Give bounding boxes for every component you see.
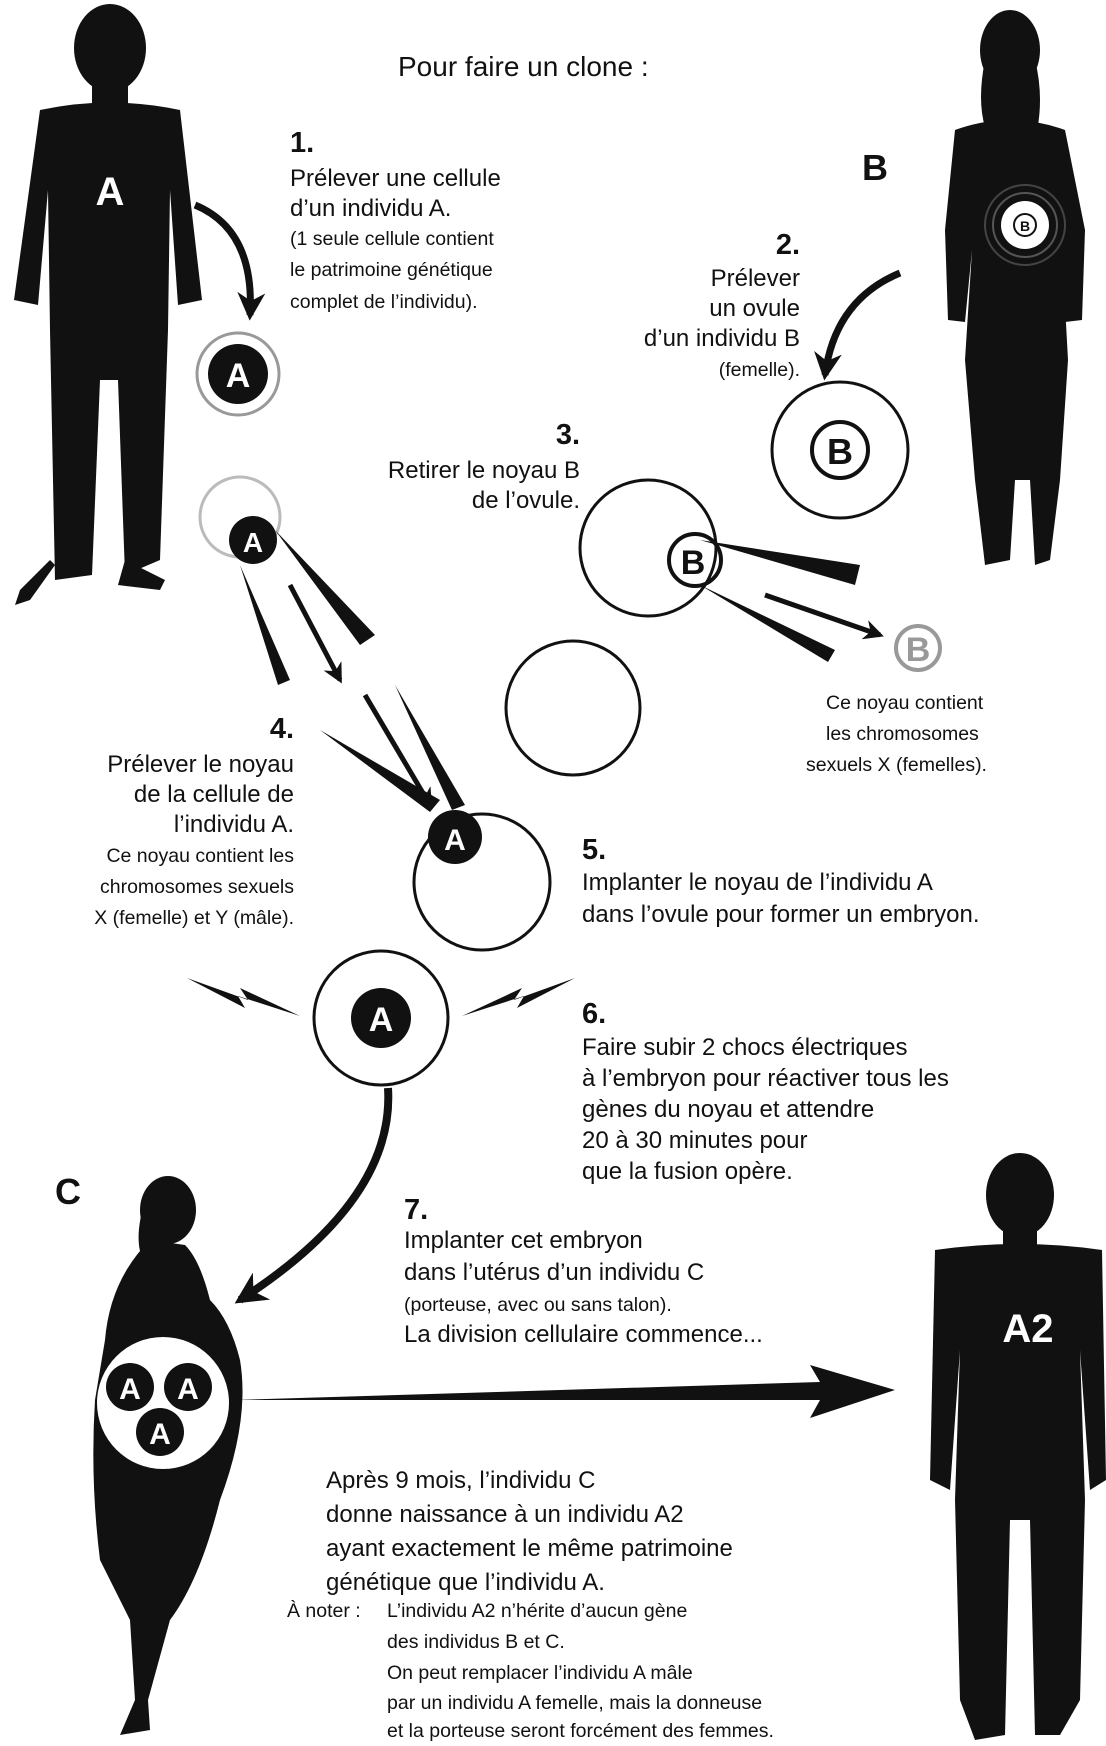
lightning-right-icon	[462, 978, 575, 1016]
step-7-text: Implanter cet embryon	[404, 1227, 643, 1254]
step-3-text: Retirer le noyau B	[387, 457, 580, 484]
label-c: C	[55, 1171, 81, 1212]
step-6-text-4: 20 à 30 minutes pour	[582, 1127, 808, 1154]
cell-division-a1: A	[119, 1373, 141, 1406]
b-nucleus-note-3: sexuels X (femelles).	[806, 754, 987, 776]
arrow-take-ovule	[814, 269, 902, 381]
footnote-line-2: des individus B et C.	[387, 1631, 565, 1653]
nucleus-a-label: A	[243, 527, 263, 558]
step-4-note-2: chromosomes sexuels	[100, 876, 294, 898]
footnote-line-1: L’individu A2 n’hérite d’aucun gène	[387, 1600, 688, 1622]
step-2-number: 2.	[775, 229, 800, 261]
b-nucleus-note-1: Ce noyau contient	[826, 692, 984, 714]
footnote-prefix: À noter :	[287, 1600, 361, 1622]
step-6-text: Faire subir 2 chocs électriques	[582, 1034, 908, 1061]
arrow-implant	[234, 1087, 393, 1304]
lightning-left-icon	[187, 978, 300, 1016]
cell-division-a3: A	[149, 1418, 171, 1451]
step-5-text: Implanter le noyau de l’individu A	[582, 869, 933, 896]
step-6-number: 6.	[582, 998, 607, 1030]
step-2-text-3: d’un individu B	[643, 325, 800, 352]
shock-nucleus-a-label: A	[369, 1001, 394, 1039]
step-3-text-2: de l’ovule.	[471, 487, 580, 514]
result-line-3: ayant exactement le même patrimoine	[326, 1535, 733, 1562]
ovule-b-label: B	[827, 431, 853, 472]
footnote-line-4: par un individu A femelle, mais la donne…	[387, 1692, 763, 1714]
step-3-number: 3.	[555, 419, 580, 451]
arrow-birth	[235, 1365, 895, 1418]
step-4-note: Ce noyau contient les	[106, 845, 294, 867]
step-6-text-5: que la fusion opère.	[582, 1158, 793, 1185]
step-5-number: 5.	[582, 834, 607, 866]
step-1-note: (1 seule cellule contient	[290, 228, 494, 250]
silhouette-individual-a2	[930, 1153, 1106, 1740]
step-2-text-2: un ovule	[709, 295, 800, 322]
removed-nucleus-b-label: B	[906, 631, 931, 669]
step-5-text-2: dans l’ovule pour former un embryon.	[582, 901, 980, 928]
step-4-note-3: X (femelle) et Y (mâle).	[94, 907, 294, 929]
step-7-text-3: La division cellulaire commence...	[404, 1321, 763, 1348]
step-2-note: (femelle).	[718, 359, 800, 381]
label-a2: A2	[1002, 1307, 1053, 1351]
label-a: A	[96, 170, 125, 214]
footnote-line-3: On peut remplacer l’individu A mâle	[387, 1662, 693, 1684]
step-4-number: 4.	[269, 713, 294, 745]
silhouette-individual-a	[14, 4, 202, 605]
result-line-4: génétique que l’individu A.	[326, 1569, 605, 1596]
step-1-text: Prélever une cellule	[290, 165, 501, 192]
result-line-1: Après 9 mois, l’individu C	[326, 1467, 596, 1494]
label-b: B	[862, 147, 888, 188]
step-4-text-3: l’individu A.	[173, 811, 294, 838]
step-4-text: Prélever le noyau	[107, 751, 294, 778]
footnote-line-5: et la porteuse seront forcément des femm…	[387, 1720, 774, 1742]
step-4-text-2: de la cellule de	[133, 781, 294, 808]
nucleus-b-label: B	[681, 544, 706, 582]
step-1-note-2: le patrimoine génétique	[290, 259, 493, 281]
step-2-text: Prélever	[710, 265, 800, 292]
result-line-2: donne naissance à un individu A2	[326, 1501, 684, 1528]
label-b-small: B	[1020, 218, 1030, 234]
silhouette-individual-b	[945, 10, 1085, 565]
embryo-nucleus-a-label: A	[444, 824, 466, 857]
step-7-number: 7.	[404, 1194, 429, 1226]
cell-a-label: A	[226, 357, 251, 395]
step-6-text-2: à l’embryon pour réactiver tous les	[582, 1065, 949, 1092]
step-7-text-2: dans l’utérus d’un individu C	[404, 1259, 705, 1286]
step-1-note-3: complet de l’individu).	[290, 291, 478, 313]
page-title: Pour faire un clone :	[398, 51, 649, 82]
cell-division-a2: A	[177, 1373, 199, 1406]
arrow-take-cell	[193, 201, 266, 321]
step-6-text-3: gènes du noyau et attendre	[582, 1096, 875, 1123]
step-7-note: (porteuse, avec ou sans talon).	[404, 1294, 672, 1316]
step-1-number: 1.	[290, 127, 315, 159]
step-1-text-2: d’un individu A.	[290, 195, 452, 222]
b-nucleus-note-2: les chromosomes	[826, 723, 979, 745]
